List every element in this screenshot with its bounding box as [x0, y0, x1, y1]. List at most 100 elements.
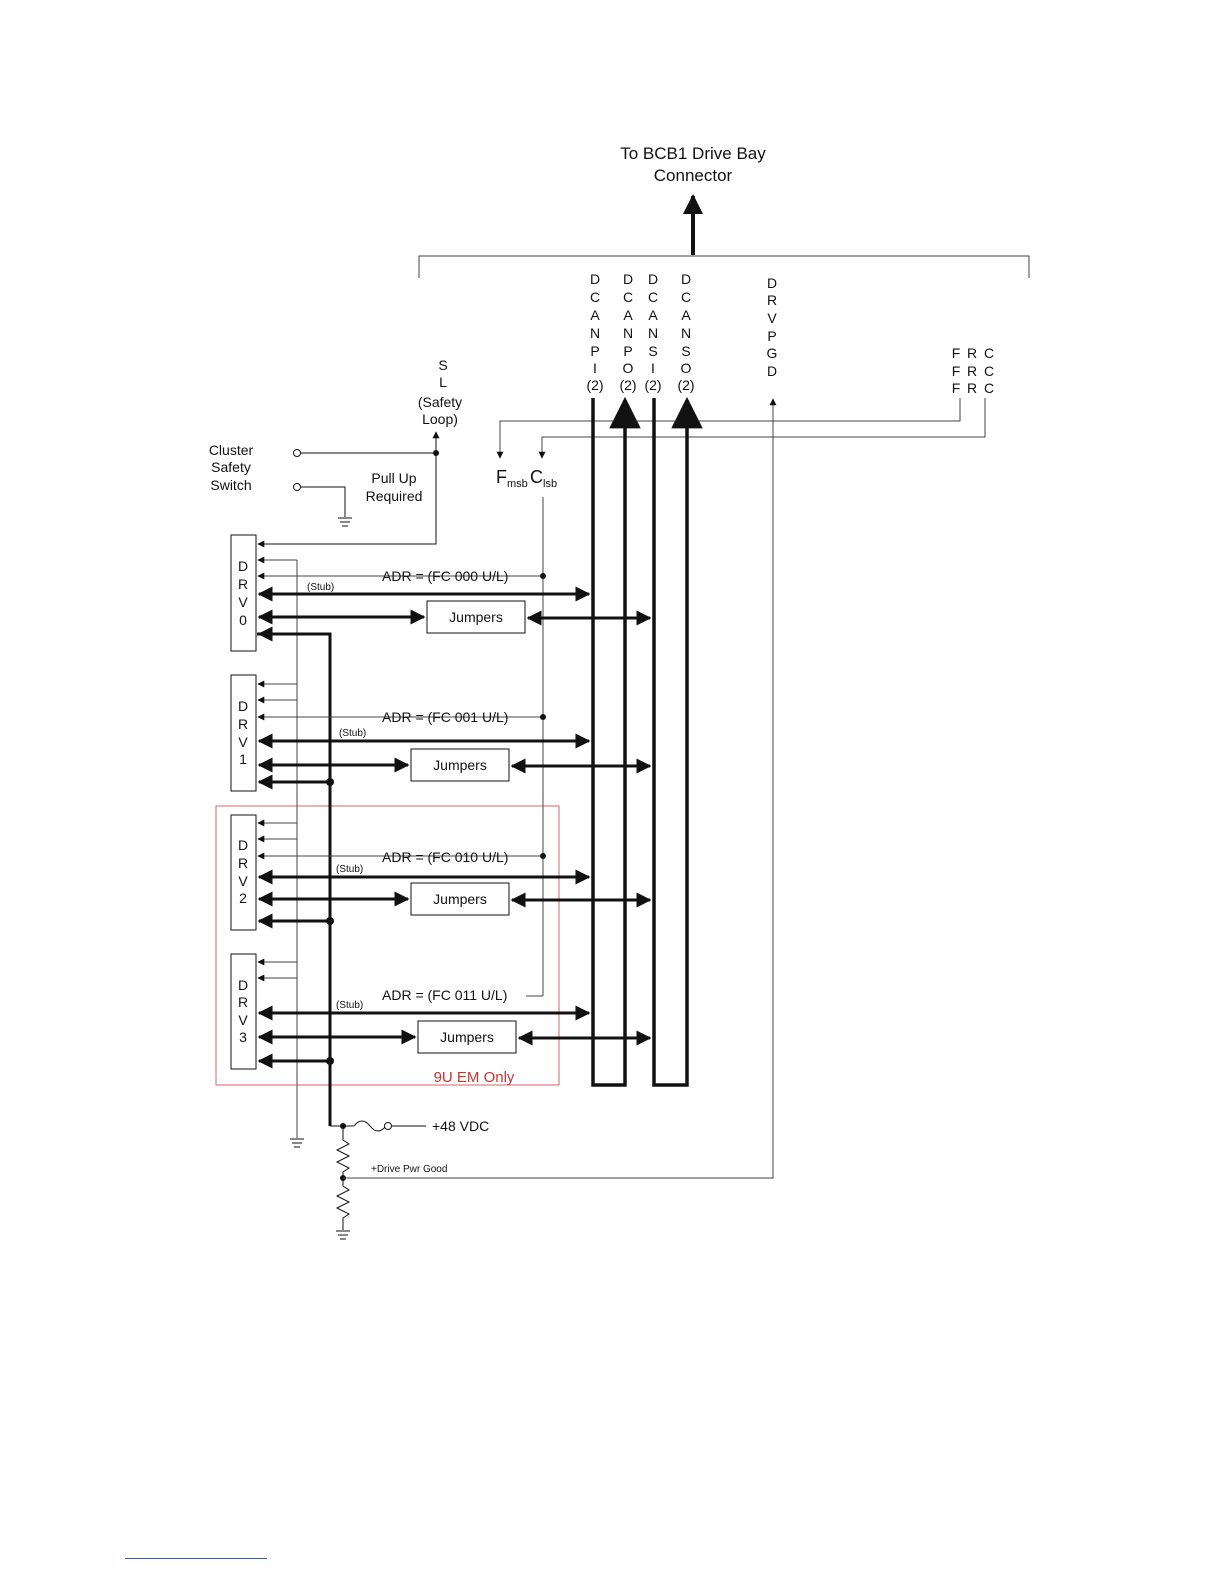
em-only-region	[215, 805, 560, 1086]
drive-2-jumpers-box	[410, 882, 510, 916]
svg-text:D: D	[238, 837, 248, 853]
svg-text:R: R	[967, 380, 977, 396]
svg-text:D: D	[648, 271, 658, 287]
svg-text:S: S	[648, 343, 657, 359]
cluster-safety-switch-2: Safety	[211, 459, 251, 475]
power-bus	[257, 632, 332, 1126]
svg-text:O: O	[681, 360, 692, 376]
drive-1-stub: (Stub)	[339, 728, 366, 739]
svg-text:V: V	[238, 1012, 248, 1028]
drive-3-box	[230, 953, 257, 1070]
drive-2-jumpers: Jumpers	[433, 891, 487, 907]
svg-text:(2): (2)	[677, 377, 694, 393]
c-lsb-label: Clsb	[530, 467, 557, 490]
fuse-icon	[353, 1120, 387, 1132]
svg-text:D: D	[767, 275, 777, 291]
svg-text:S: S	[681, 343, 690, 359]
cluster-safety-switch-1: Cluster	[209, 442, 254, 458]
svg-text:0: 0	[239, 612, 247, 628]
svg-text:D: D	[623, 271, 633, 287]
pull-up-required-1: Pull Up	[371, 470, 416, 486]
svg-text:R: R	[238, 576, 248, 592]
svg-text:C: C	[984, 380, 994, 396]
drive-2-adr: ADR = (FC 010 U/L)	[382, 849, 508, 865]
svg-text:R: R	[238, 716, 248, 732]
svg-text:P: P	[590, 343, 599, 359]
drive-0-jumpers: Jumpers	[449, 609, 503, 625]
svg-text:1: 1	[239, 751, 247, 767]
svg-text:R: R	[967, 363, 977, 379]
bus-dcanpi-dcanpo	[591, 396, 641, 1087]
svg-text:V: V	[238, 734, 248, 750]
drive-0-jumpers-box	[426, 600, 526, 634]
svg-text:(2): (2)	[619, 377, 636, 393]
drive-3: D R V 3 ADR = (FC 011 U/L) (Stub) Jumper…	[230, 953, 652, 1070]
svg-text:F: F	[952, 380, 961, 396]
drive-pwr-good-label: +Drive Pwr Good	[371, 1164, 447, 1175]
svg-text:A: A	[648, 307, 658, 323]
svg-text:D: D	[681, 271, 691, 287]
svg-text:D: D	[767, 363, 777, 379]
ground-icon-left	[290, 1138, 304, 1148]
svg-text:P: P	[767, 328, 776, 344]
svg-text:A: A	[590, 307, 600, 323]
drvpgd-column: D R V P G D	[767, 275, 778, 379]
drive-2-box	[230, 814, 257, 931]
svg-text:C: C	[590, 289, 600, 305]
svg-text:P: P	[623, 343, 632, 359]
svg-text:R: R	[238, 994, 248, 1010]
bus-column-dcanpi: D C A N P I (2)	[586, 271, 603, 393]
resistor-top-icon	[335, 1126, 351, 1178]
svg-text:N: N	[623, 325, 633, 341]
svg-text:C: C	[984, 345, 994, 361]
drive-1-jumpers: Jumpers	[433, 757, 487, 773]
bus-column-dcanpo: D C A N P O (2)	[619, 271, 636, 393]
switch-terminal-top	[293, 449, 301, 457]
frc-f-line	[496, 398, 961, 459]
drive-2-stub: (Stub)	[336, 864, 363, 875]
em-only-label: 9U EM Only	[434, 1069, 515, 1086]
connector-bracket	[418, 255, 1030, 278]
footer-rule	[125, 1558, 267, 1559]
switch-terminal-bottom	[293, 483, 301, 491]
svg-text:V: V	[238, 873, 248, 889]
bus-column-dcansi: D C A N S I (2)	[644, 271, 661, 393]
drive-3-jumpers-box	[417, 1020, 517, 1054]
drive-pwr-good-line	[343, 398, 777, 1179]
svg-text:F: F	[952, 345, 961, 361]
safety-loop-label-2: Loop)	[422, 411, 458, 427]
svg-text:C: C	[681, 289, 691, 305]
title-line-1: To BCB1 Drive Bay	[620, 144, 766, 163]
drive-1: D R V 1 ADR = (FC 001 U/L) (Stub) Jumper…	[230, 674, 652, 792]
drive-1-adr: ADR = (FC 001 U/L)	[382, 709, 508, 725]
svg-text:F: F	[952, 363, 961, 379]
svg-text:A: A	[681, 307, 691, 323]
svg-text:V: V	[767, 310, 777, 326]
svg-text:(2): (2)	[586, 377, 603, 393]
sl-label-s: S	[438, 357, 447, 373]
drive-3-jumpers: Jumpers	[440, 1029, 494, 1045]
svg-text:C: C	[984, 363, 994, 379]
drive-1-jumpers-box	[410, 748, 510, 782]
svg-text:N: N	[681, 325, 691, 341]
svg-text:G: G	[767, 345, 778, 361]
frc-labels: F R C F R C F R C	[952, 345, 994, 396]
safety-loop-label-1: (Safety	[418, 394, 462, 410]
drive-0-stub: (Stub)	[307, 582, 334, 593]
drive-2: D R V 2 ADR = (FC 010 U/L) (Stub) Jumper…	[230, 814, 652, 931]
drive-0-box	[230, 534, 257, 652]
svg-text:C: C	[648, 289, 658, 305]
drive-3-adr: ADR = (FC 011 U/L)	[382, 987, 507, 1003]
bus-column-dcanso: D C A N S O (2)	[677, 271, 694, 393]
svg-text:D: D	[238, 698, 248, 714]
svg-text:I: I	[593, 360, 597, 376]
ground-icon-switch	[338, 517, 352, 527]
frc-c-line	[538, 398, 986, 459]
drive-0: D R V 0 ADR = (FC 000 U/L) (Stub) Jumper…	[230, 534, 652, 652]
pull-up-required-2: Required	[366, 488, 423, 504]
cluster-safety-switch-3: Switch	[210, 477, 251, 493]
safety-loop-to-drv0	[257, 453, 437, 548]
svg-text:(2): (2)	[644, 377, 661, 393]
sl-label-l: L	[439, 374, 447, 390]
